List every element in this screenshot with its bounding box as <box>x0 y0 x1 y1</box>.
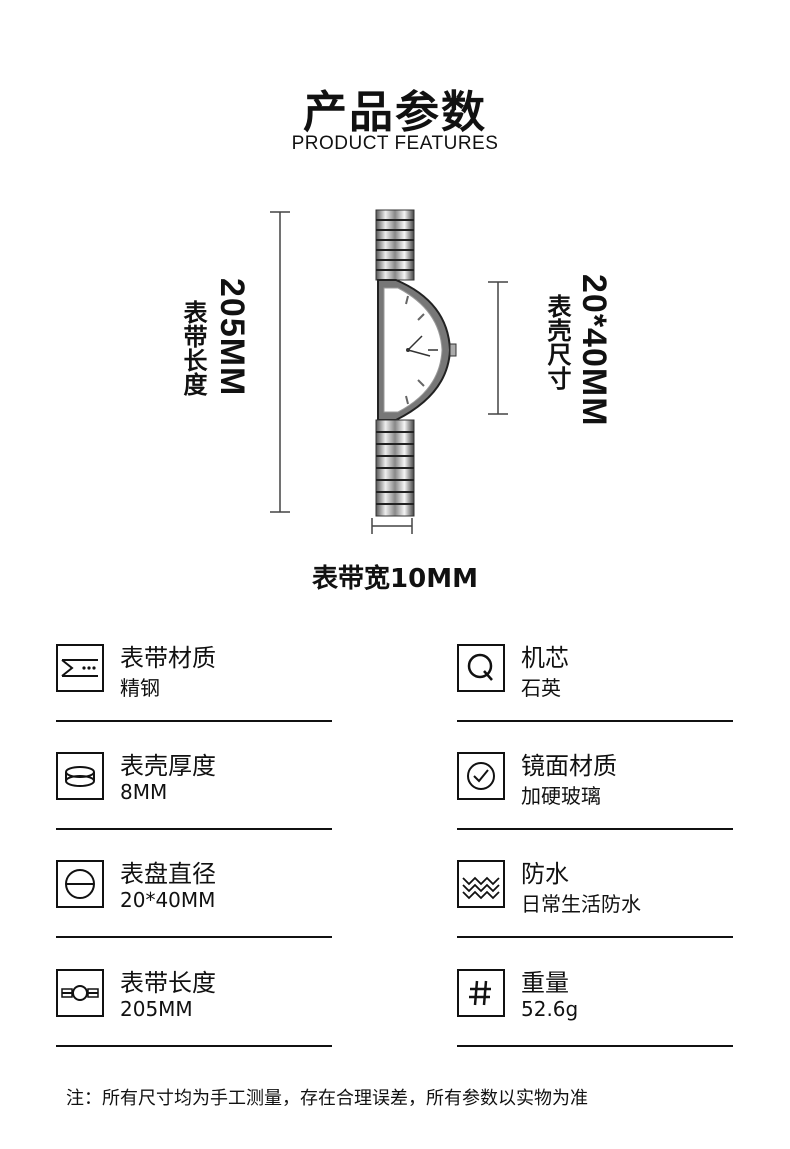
strap-length-icon <box>56 969 104 1017</box>
case-size-value: 20*40MM <box>575 274 613 427</box>
spec-name: 镜面材质 <box>521 752 617 780</box>
strap-width-label: 表带宽10MM <box>312 564 478 594</box>
spec-case-thickness: 表壳厚度 8MM <box>56 746 332 830</box>
spec-value: 石英 <box>521 676 561 700</box>
strap-width-dimension-line <box>371 518 413 534</box>
spec-movement: 机芯 石英 <box>457 638 733 722</box>
footnote: 注：所有尺寸均为手工测量，存在合理误差，所有参数以实物为准 <box>66 1088 588 1109</box>
case-size-label: 表壳尺寸 <box>543 294 571 390</box>
spec-name: 重量 <box>521 969 569 997</box>
spec-value: 20*40MM <box>120 888 216 912</box>
spec-water-resistance: 防水 日常生活防水 <box>457 854 733 938</box>
spec-name: 表带材质 <box>120 644 216 672</box>
spec-name: 防水 <box>521 860 569 888</box>
spec-dial-diameter: 表盘直径 20*40MM <box>56 854 332 938</box>
strap-length-dimension-line <box>270 211 290 513</box>
spec-glass-material: 镜面材质 加硬玻璃 <box>457 746 733 830</box>
spec-value: 205MM <box>120 997 193 1021</box>
movement-q-icon <box>457 644 505 692</box>
spec-name: 表带长度 <box>120 969 216 997</box>
strap-length-value: 205MM <box>213 278 251 397</box>
spec-name: 表盘直径 <box>120 860 216 888</box>
page-subtitle: PRODUCT FEATURES <box>291 133 499 154</box>
glass-check-icon <box>457 752 505 800</box>
dial-diameter-icon <box>56 860 104 908</box>
spec-name: 表壳厚度 <box>120 752 216 780</box>
case-size-dimension-line <box>488 281 508 415</box>
spec-value: 精钢 <box>120 676 160 700</box>
spec-value: 日常生活防水 <box>521 892 641 916</box>
water-waves-icon <box>457 860 505 908</box>
weight-hash-icon <box>457 969 505 1017</box>
spec-value: 8MM <box>120 780 168 804</box>
watch-product-image <box>375 209 457 517</box>
spec-name: 机芯 <box>521 644 569 672</box>
spec-strap-length: 表带长度 205MM <box>56 963 332 1047</box>
spec-weight: 重量 52.6g <box>457 963 733 1047</box>
page-title: 产品参数 <box>303 87 487 138</box>
strap-length-label: 表带长度 <box>179 300 207 396</box>
spec-value: 加硬玻璃 <box>521 784 601 808</box>
strap-icon <box>56 644 104 692</box>
spec-value: 52.6g <box>521 997 579 1021</box>
spec-strap-material: 表带材质 精钢 <box>56 638 332 722</box>
case-thickness-icon <box>56 752 104 800</box>
